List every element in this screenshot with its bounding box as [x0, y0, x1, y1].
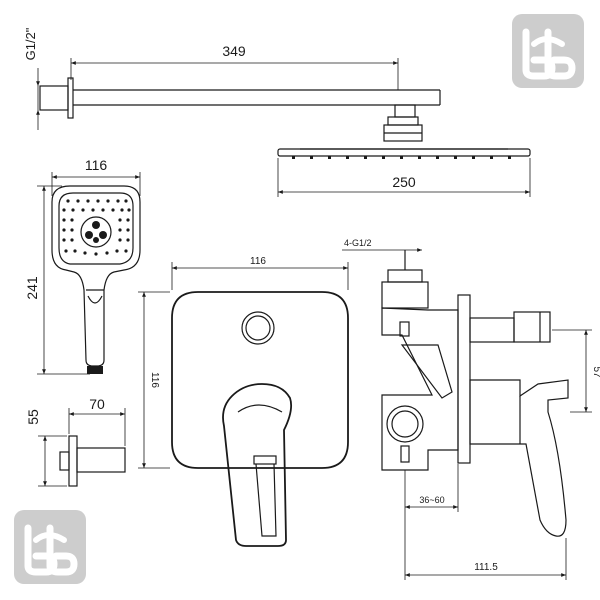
hand-shower-drawing: 116 241	[24, 157, 141, 375]
dim-adjust-range: 36~60	[419, 495, 444, 505]
valve-plate-drawing: 116 116	[138, 256, 349, 547]
dim-holder-height: 55	[25, 409, 41, 425]
brand-logo-top	[512, 14, 584, 88]
dim-total-depth: 111.5	[474, 562, 498, 573]
dim-plate-width: 116	[250, 256, 266, 267]
valve-side-drawing: 4-G1/2 57 36~60 111.5	[342, 238, 600, 580]
dim-hand-shower-length: 241	[24, 276, 40, 300]
nozzle-row	[292, 156, 511, 159]
dim-57: 57	[591, 366, 600, 378]
dim-holder-depth: 70	[89, 396, 105, 412]
dim-inlet-thread: G1/2"	[23, 27, 38, 60]
dim-arm-length: 349	[222, 43, 246, 59]
brand-logo-bottom	[14, 510, 86, 584]
dim-head-width: 250	[392, 174, 416, 190]
spray-holes	[62, 199, 131, 256]
holder-drawing: 70 55	[25, 396, 126, 487]
shower-arm-drawing: 349 G1/2" 250	[23, 27, 531, 197]
dim-plate-height: 116	[149, 372, 160, 388]
dim-hand-shower-width: 116	[85, 157, 108, 173]
dim-ports: 4-G1/2	[344, 238, 372, 248]
